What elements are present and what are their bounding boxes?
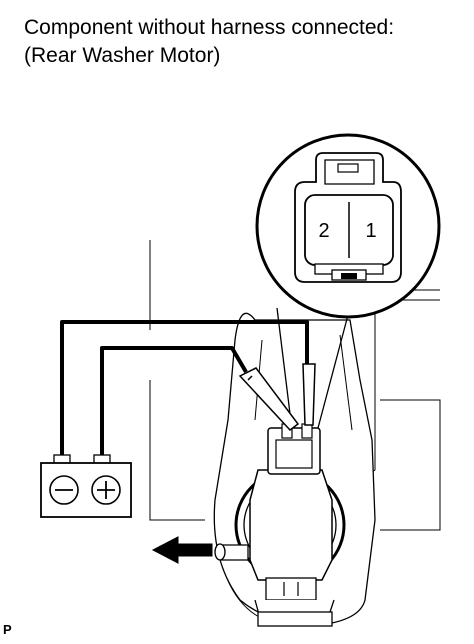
- flow-arrow-left-icon: [151, 536, 213, 564]
- test-probes: [238, 363, 316, 432]
- connector-magnifier: 2 1: [255, 133, 441, 319]
- test-leads: [60, 320, 309, 462]
- diagram-title: Component without harness connected: (Re…: [24, 14, 394, 70]
- figure-corner-label: P: [3, 622, 12, 637]
- magnifier-leader: [276, 299, 353, 431]
- battery: [40, 454, 132, 518]
- title-line-1: Component without harness connected:: [24, 16, 395, 39]
- title-line-2: (Rear Washer Motor): [24, 44, 221, 67]
- connector-pin-2-label: 2: [318, 220, 329, 242]
- washer-motor-body: [213, 312, 376, 627]
- connector-pin-1-label: 1: [365, 220, 376, 242]
